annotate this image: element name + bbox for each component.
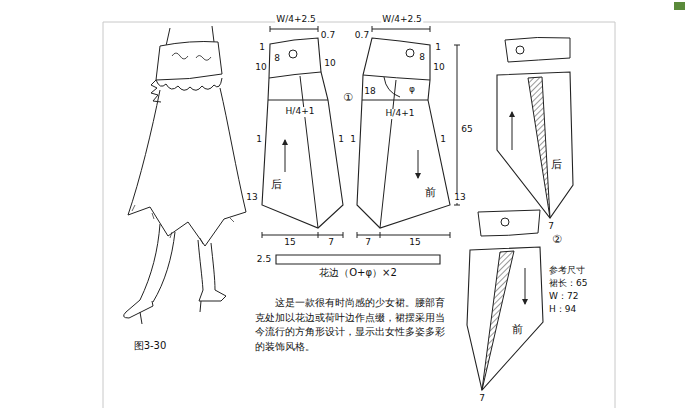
skirt-figure-stroke	[132, 205, 234, 244]
split-pattern-lines-stroke	[512, 112, 513, 150]
page-frame-stroke	[674, 2, 685, 10]
back-pattern-lines-stroke	[269, 72, 321, 78]
skirt-figure-stroke	[172, 53, 211, 60]
dimension-value: 7	[547, 222, 555, 232]
split-pattern-lines-stroke	[516, 46, 524, 54]
dimension-formula: H/4+1	[385, 109, 416, 119]
back-pattern-piece-outline	[262, 38, 343, 228]
dimension-value: 1	[434, 43, 442, 53]
back-pattern-lines	[262, 26, 343, 238]
dimension-value: 1	[337, 135, 345, 145]
dimension-value: 0.7	[354, 31, 370, 41]
skirt-figure-stroke	[140, 224, 175, 302]
front-pattern-lines-stroke	[363, 75, 430, 80]
dimension-value: 1	[258, 43, 266, 53]
figure-number: ①	[342, 92, 354, 104]
dimension-value: 10	[254, 63, 267, 73]
reference-size: H：94	[548, 305, 577, 315]
front-skirt-panel-outline	[467, 247, 543, 390]
front-pattern-lines-stroke	[362, 100, 428, 101]
dimension-value: 7	[364, 238, 372, 248]
dimension-value: 10	[432, 63, 445, 73]
figure-caption: 图3-30	[133, 340, 168, 351]
back-pattern-lines-stroke	[289, 50, 297, 58]
dimension-value: 15	[408, 238, 421, 248]
skirt-figure-stroke	[124, 300, 153, 324]
front-pattern-lines-stroke	[384, 77, 400, 97]
dimension-symbol: φ	[408, 85, 416, 95]
skirt-figure-stroke	[156, 78, 222, 90]
dimension-value: 1	[255, 135, 263, 145]
dimension-value: 10	[323, 59, 336, 69]
front-pattern-lines-stroke	[372, 26, 430, 32]
dimension-value: 0.7	[320, 31, 336, 41]
back-pattern-lines-stroke	[270, 26, 318, 32]
dimension-value: 15	[283, 238, 296, 248]
piece-label: 后	[270, 179, 283, 191]
reference-size: 裙长：65	[548, 279, 588, 289]
piece-label: 后	[550, 159, 563, 171]
back-pattern-lines-stroke	[300, 76, 318, 228]
split-pattern-lines-stroke	[501, 218, 509, 226]
dimension-value: 8	[418, 53, 426, 63]
dimension-value: 13	[453, 193, 466, 203]
dimension-formula: W/4+2.5	[381, 15, 423, 25]
split-pattern-lines-stroke	[528, 77, 550, 218]
dimension-value: 13	[245, 193, 258, 203]
dimension-value: 65	[460, 125, 473, 135]
dimension-value: 7	[327, 238, 335, 248]
split-pattern-lines-stroke	[482, 251, 514, 390]
front-pattern-lines-stroke	[406, 49, 414, 57]
dimension-formula: W/4+2.5	[275, 15, 317, 25]
reference-size: W：72	[548, 292, 579, 302]
dimension-value: 1	[439, 135, 447, 145]
piece-label: 花边（O+φ）×2	[318, 267, 398, 278]
skirt-figure	[124, 26, 246, 324]
ruffle-strip: 花边（O+φ）×2	[276, 255, 440, 264]
skirt-figure-stroke	[156, 42, 222, 81]
back-pattern-lines-stroke	[268, 100, 328, 101]
ruffle-strip-outline	[276, 255, 440, 264]
figure-number: ②	[551, 234, 563, 246]
dimension-value: 1	[349, 135, 357, 145]
description-text: 这是一款很有时尚感的少女裙。腰部育克处加以花边或荷叶边作点缀，裙摆采用当今流行的…	[255, 296, 445, 354]
front-skirt-panel: 前	[467, 247, 543, 390]
dimension-value: 8	[273, 54, 281, 64]
back-skirt-panel-outline	[497, 72, 573, 218]
front-skirt-panel-outline	[467, 247, 543, 390]
skirt-figure-stroke	[128, 88, 246, 246]
page-frame-stroke	[103, 22, 615, 23]
page-frame-stroke	[103, 22, 104, 408]
page-frame-stroke	[615, 22, 616, 408]
dimension-value: 18	[363, 87, 376, 97]
split-pattern-lines-stroke	[505, 37, 570, 62]
skirt-figure-stroke	[198, 240, 215, 290]
dimension-value: 7	[478, 394, 486, 404]
front-pattern-lines-stroke	[454, 45, 460, 205]
back-pattern-lines-stroke	[285, 140, 286, 172]
back-skirt-panel-outline	[497, 72, 573, 218]
piece-label: 前	[511, 324, 524, 336]
split-pattern-lines-stroke	[478, 210, 540, 236]
dimension-formula: H/4+1	[285, 107, 316, 117]
reference-title: 参考尺寸	[548, 266, 586, 276]
ruffle-strip-outline	[276, 255, 440, 264]
page-frame	[103, 2, 685, 408]
front-pattern-lines-stroke	[380, 80, 396, 228]
front-pattern-lines	[357, 26, 460, 238]
skirt-figure-stroke	[199, 290, 226, 312]
front-pattern-lines-stroke	[418, 150, 419, 178]
split-pattern-lines	[478, 37, 570, 390]
back-skirt-panel: 后	[497, 72, 573, 218]
dimension-value: 2.5	[256, 255, 272, 265]
piece-label: 前	[424, 187, 437, 199]
split-pattern-lines-stroke	[525, 268, 526, 304]
front-pattern-piece-outline	[357, 38, 450, 228]
